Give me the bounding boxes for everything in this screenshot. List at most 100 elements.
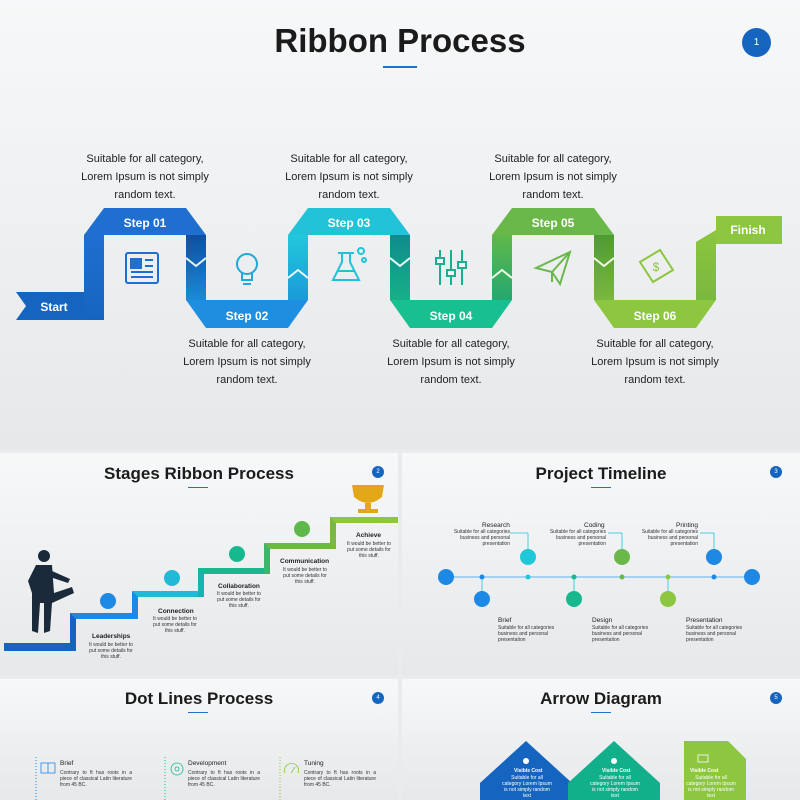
person-climbing-icon xyxy=(28,550,74,633)
timeline-presentation-desc: Suitable for all categories business and… xyxy=(686,625,743,643)
user-icon xyxy=(438,569,454,585)
ribbon-riser-2 xyxy=(288,235,308,300)
dots-brief-label: Brief xyxy=(60,760,74,767)
arrow-item-3-desc: Suitable for all category Lorem Ipsum is… xyxy=(686,775,736,799)
printer-icon xyxy=(706,549,722,565)
ribbon-top-step-01 xyxy=(84,208,206,235)
ribbon-bottom-step-04 xyxy=(390,300,512,328)
slide-arrow-diagram[interactable]: Arrow Diagram 5 Visible Cost Suitable fo… xyxy=(402,679,800,800)
slide-stages-ribbon-process[interactable]: Stages Ribbon Process 2 Leaderships xyxy=(0,453,398,675)
presentation-icon xyxy=(660,591,676,607)
step-02-description: Suitable for all category,Lorem Ipsum is… xyxy=(183,338,311,386)
telescope-icon xyxy=(520,549,536,565)
arrow-page-number: 5 xyxy=(770,692,782,704)
arrow-shape-3 xyxy=(684,741,746,800)
stage-communication-label: Communication xyxy=(280,558,330,565)
stairs-diagram xyxy=(4,485,398,651)
timeline-coding-label: Coding xyxy=(584,522,605,529)
timeline-presentation-label: Presentation xyxy=(686,617,723,624)
headset-icon xyxy=(294,521,310,537)
slide-project-timeline[interactable]: Project Timeline 3 Research Suitable for… xyxy=(402,453,800,675)
arrow-item-2-label: Visible Cost xyxy=(602,768,631,774)
dots-brief-desc: Contrary to ft has roots in a piece of c… xyxy=(60,770,132,788)
lightbulb-icon xyxy=(236,253,258,285)
stage-achieve-desc: It would be better to put some details f… xyxy=(347,541,391,559)
stage-connection-desc: It would be better to put some details f… xyxy=(153,616,197,634)
ribbon-drop-1 xyxy=(186,235,206,300)
stage-collaboration-label: Collaboration xyxy=(218,583,260,590)
step-03-description: Suitable for all category,Lorem Ipsum is… xyxy=(285,153,413,201)
gear-icon xyxy=(614,549,630,565)
stage-communication-desc: It would be better to put some details f… xyxy=(283,567,327,585)
flag-icon xyxy=(100,593,116,609)
slide-ribbon-process[interactable]: Ribbon Process 1 xyxy=(0,0,800,450)
ribbon-bottom-step-02 xyxy=(186,300,308,328)
stages-title-underline xyxy=(188,487,208,488)
ribbon-riser-1 xyxy=(84,235,104,320)
dots-development-label: Development xyxy=(188,760,227,767)
pencil-icon xyxy=(566,591,582,607)
page-title: Ribbon Process xyxy=(274,22,526,59)
stages-title: Stages Ribbon Process xyxy=(104,464,294,483)
arrow-item-1-label: Visible Cost xyxy=(514,768,543,774)
newspaper-icon xyxy=(125,252,159,284)
book-icon xyxy=(40,762,56,774)
ribbon-top-step-03 xyxy=(288,208,410,235)
dots-title: Dot Lines Process xyxy=(124,689,274,708)
ribbon-diagram: Start Finish Step 01 Step 02 Step 03 Ste… xyxy=(16,208,782,328)
step-03-label: Step 03 xyxy=(328,216,371,230)
finish-label: Finish xyxy=(730,223,765,237)
ribbon-riser-4 xyxy=(696,230,716,300)
dots-title-underline xyxy=(188,712,208,713)
timeline-diagram xyxy=(438,532,760,607)
timeline-printing-label: Printing xyxy=(676,522,699,529)
timeline-research-label: Research xyxy=(482,522,510,529)
trophy-icon xyxy=(352,485,384,513)
timeline-brief-label: Brief xyxy=(498,617,512,624)
start-label: Start xyxy=(40,300,67,314)
step-04-description: Suitable for all category,Lorem Ipsum is… xyxy=(387,338,515,386)
step-05-description: Suitable for all category,Lorem Ipsum is… xyxy=(489,153,617,201)
dots-tuning-label: Tuning xyxy=(304,760,324,767)
stage-leaderships-label: Leaderships xyxy=(92,633,131,640)
arrow-shape-2 xyxy=(568,741,660,800)
ribbon-drop-2 xyxy=(390,235,410,300)
finish-flag xyxy=(716,216,782,244)
slide-dot-lines-process[interactable]: Dot Lines Process 4 Brief Contrary to ft… xyxy=(0,679,398,800)
money-icon: $ xyxy=(638,248,675,284)
step-01-label: Step 01 xyxy=(124,216,167,230)
handshake-icon xyxy=(229,546,245,562)
step-02-label: Step 02 xyxy=(226,309,269,323)
monitor-icon xyxy=(697,754,709,763)
arrow-item-2-desc: Suitable for all category Lorem Ipsum is… xyxy=(590,775,640,799)
timeline-brief-desc: Suitable for all categories business and… xyxy=(498,625,555,643)
arrow-item-1-desc: Suitable for all category Lorem Ipsum is… xyxy=(502,775,552,799)
sliders-icon xyxy=(435,250,467,285)
ribbon-drop-3 xyxy=(594,235,614,300)
ribbon-bottom-step-06 xyxy=(594,300,716,328)
step-06-description: Suitable for all category,Lorem Ipsum is… xyxy=(591,338,719,386)
timeline-research-desc: Suitable for all categories business and… xyxy=(453,529,510,547)
clipboard-icon xyxy=(474,591,490,607)
svg-text:$: $ xyxy=(653,260,660,274)
arrow-title-underline xyxy=(591,712,611,713)
timeline-coding-desc: Suitable for all categories business and… xyxy=(549,529,606,547)
timeline-design-desc: Suitable for all categories business and… xyxy=(592,625,649,643)
timeline-title-underline xyxy=(591,487,611,488)
page-number-badge: 1 xyxy=(742,28,771,57)
step-04-label: Step 04 xyxy=(430,309,473,323)
dots-tuning-desc: Contrary to ft has roots in a piece of c… xyxy=(304,770,376,788)
stage-leaderships-desc: It would be better to put some details f… xyxy=(89,642,133,660)
arrow-title: Arrow Diagram xyxy=(540,689,662,708)
ribbon-riser-3 xyxy=(492,235,512,300)
stage-achieve-label: Achieve xyxy=(356,532,381,539)
network-icon xyxy=(164,570,180,586)
stage-connection-label: Connection xyxy=(158,608,194,615)
stages-page-number: 2 xyxy=(372,466,384,478)
arrow-item-3-label: Visible Cost xyxy=(690,768,719,774)
flask-icon xyxy=(331,247,367,281)
arrow-diagram xyxy=(480,741,746,800)
stage-collaboration-desc: It would be better to put some details f… xyxy=(217,591,261,609)
paper-plane-icon xyxy=(533,250,572,287)
timeline-title: Project Timeline xyxy=(535,464,667,483)
